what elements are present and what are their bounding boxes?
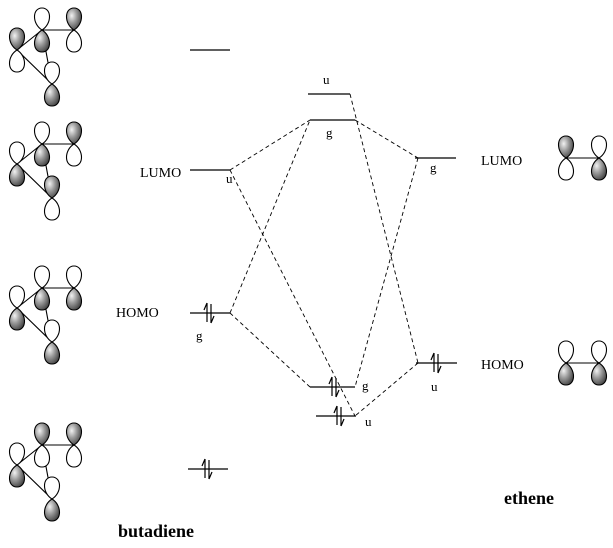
butadiene-homo-label: HOMO [116, 306, 159, 321]
ethene-p-orbital-lobe-pair [557, 340, 575, 386]
ts-level-u-top-symmetry: u [323, 72, 330, 87]
orbital-pictures [8, 7, 608, 522]
butadiene-p-orbital-lobe-pair [8, 141, 26, 187]
butadiene-orbital-1 [8, 7, 83, 107]
butadiene-p-orbital-lobe-pair [65, 265, 83, 311]
ts-level-g-low-symmetry: g [362, 378, 369, 393]
transition-state-levels [308, 93, 356, 417]
butadiene-electron-pair-psi1 [201, 458, 213, 480]
butadiene-p-orbital-lobe-pair [33, 265, 51, 311]
correlation-line-lumo-to-u [229, 169, 356, 417]
ethene-lumo-symmetry: g [430, 160, 437, 175]
butadiene-p-orbital-lobe-pair [33, 121, 51, 167]
ethene-p-orbital-lobe-pair [557, 135, 575, 181]
ethene-orbital-1 [557, 135, 608, 181]
correlation-lines [229, 93, 419, 417]
butadiene-p-orbital-lobe-pair [8, 442, 26, 488]
butadiene-p-orbital-lobe-pair [43, 476, 61, 522]
butadiene-lumo-label: LUMO [140, 166, 181, 181]
butadiene-homo-symmetry: g [196, 328, 203, 343]
ethene-homo-symmetry: u [431, 379, 438, 394]
ethene-name: ethene [504, 488, 554, 508]
butadiene-lumo-symmetry: u [226, 171, 233, 186]
ts-level-g-top-symmetry: g [326, 125, 333, 140]
butadiene-p-orbital-lobe-pair [43, 175, 61, 221]
correlation-line-lumo-to-g [229, 119, 311, 171]
butadiene-p-orbital-lobe-pair [65, 422, 83, 468]
butadiene-p-orbital-lobe-pair [43, 61, 61, 107]
butadiene-p-orbital-lobe-pair [65, 7, 83, 53]
ethene-levels [415, 157, 457, 364]
ts-electron-pair-g-low [328, 376, 340, 398]
correlation-line-u-top-to-homo [349, 93, 419, 364]
butadiene-electron-pair-homo [203, 302, 215, 324]
ts-electron-pair-u-low [333, 405, 345, 427]
ethene-orbital-2 [557, 340, 608, 386]
ethene-p-orbital-lobe-pair [590, 340, 608, 386]
ethene-electron-pair-homo [430, 352, 442, 374]
correlation-line-lumo-to-g-low [354, 157, 419, 388]
ethene-homo-label: HOMO [481, 358, 524, 373]
correlation-line-homo-to-g-low [229, 119, 311, 314]
butadiene-orbital-2 [8, 121, 83, 221]
ethene-lumo-label: LUMO [481, 154, 522, 169]
butadiene-p-orbital-lobe-pair [33, 7, 51, 53]
butadiene-orbital-4 [8, 422, 83, 522]
butadiene-name: butadiene [118, 521, 194, 541]
butadiene-p-orbital-lobe-pair [33, 422, 51, 468]
butadiene-p-orbital-lobe-pair [65, 121, 83, 167]
butadiene-p-orbital-lobe-pair [8, 27, 26, 73]
ethene-p-orbital-lobe-pair [590, 135, 608, 181]
correlation-line-homo-to-g [229, 312, 311, 388]
butadiene-orbital-3 [8, 265, 83, 365]
butadiene-levels [188, 49, 230, 470]
correlation-line-g-to-lumo [354, 119, 419, 159]
butadiene-p-orbital-lobe-pair [43, 319, 61, 365]
butadiene-p-orbital-lobe-pair [8, 285, 26, 331]
ts-level-u-low-symmetry: u [365, 414, 372, 429]
